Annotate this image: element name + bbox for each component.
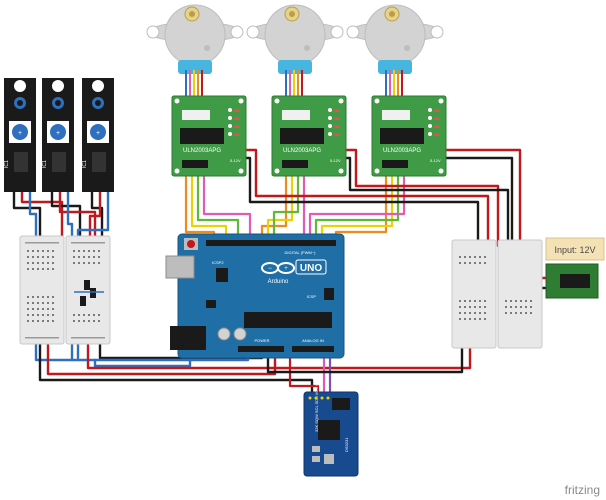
sensor-chip-label: IC1: [4, 160, 10, 168]
wire-orange: [184, 168, 216, 242]
potentiometer-icon: [50, 124, 66, 140]
driver-board-2: ULN2003APG 5-12V: [271, 95, 347, 177]
capacitor-icon: [217, 327, 231, 341]
resistor-array: [74, 280, 104, 306]
ir-sensor-3: + IC1: [82, 78, 114, 192]
power-jack: Input: 12V: [545, 237, 605, 299]
sensor-chip-label: IC1: [42, 160, 48, 168]
rtc-module: 32K SQW SCL SDA VCC GND DS3231: [303, 377, 359, 477]
arduino-word: Arduino: [268, 279, 289, 285]
digital-header-label: DIGITAL (PWM~): [285, 250, 317, 255]
arduino-uno: DIGITAL (PWM~) POWER ANALOG IN − + Ardui…: [165, 233, 345, 359]
wire-green: [272, 168, 300, 242]
wire-red: [46, 338, 277, 376]
wire-black: [442, 156, 514, 272]
driver-chip-label: ULN2003APG: [383, 148, 421, 154]
reset-button-icon: [187, 240, 195, 248]
wire-pink: [308, 168, 406, 242]
right-breadboard-b: [497, 239, 543, 349]
stepper-motor-1: [146, 4, 244, 112]
wire-yellow: [190, 168, 228, 242]
breadboard-holes: [73, 250, 100, 322]
wire-red: [86, 338, 472, 370]
wire-red: [442, 148, 522, 272]
right-breadboard-a: [451, 239, 497, 349]
power-jack-label: Input: 12V: [554, 245, 595, 255]
wire-pink: [202, 168, 252, 242]
potentiometer-icon: [12, 124, 28, 140]
icsp-header: [324, 288, 334, 300]
svg-text:+: +: [18, 130, 22, 137]
driver-chip-label: ULN2003APG: [183, 148, 221, 154]
wire-yellow: [320, 168, 394, 242]
usb-port: [165, 255, 195, 279]
wire-black: [342, 156, 510, 248]
left-breadboard-a: [19, 235, 65, 345]
wire-black: [242, 156, 480, 248]
wire-red: [342, 148, 500, 248]
barrel-socket: [560, 274, 590, 288]
rtc-chip: [318, 420, 340, 440]
wire-black: [12, 190, 42, 248]
driver-voltage-label: 5-12V: [230, 158, 241, 163]
potentiometer-icon: [90, 124, 106, 140]
wire-green: [196, 168, 240, 242]
capacitor-icon: [233, 327, 247, 341]
wire-black: [50, 190, 82, 248]
breadboard-holes: [27, 250, 54, 322]
analog-header: [292, 346, 334, 352]
svg-text:+: +: [56, 130, 60, 137]
wire-yellow: [266, 168, 294, 242]
driver-voltage-label: 5-12V: [330, 158, 341, 163]
left-breadboard-b: [65, 235, 111, 345]
svg-text:+: +: [96, 130, 100, 137]
wire-red: [20, 190, 64, 248]
driver-board-1: ULN2003APG 5-12V: [171, 95, 247, 177]
power-header-label: POWER: [254, 338, 269, 343]
ir-sensor-1: + IC1: [4, 78, 36, 192]
svg-text:+: +: [284, 266, 288, 272]
icsp-label: ICSP: [307, 294, 317, 299]
wire-orange: [334, 168, 388, 242]
svg-text:−: −: [268, 266, 272, 272]
driver-chip-label: ULN2003APG: [283, 148, 321, 154]
driver1-control-wires: [184, 168, 252, 242]
arduino-logo-icon: − +: [261, 262, 295, 274]
dc-jack: [170, 326, 206, 350]
icsp2-label: ICSP2: [212, 260, 224, 265]
wire-red: [242, 148, 490, 248]
rtc-chip-label: DS3231: [344, 437, 349, 452]
sensor-chip-label: IC1: [82, 160, 88, 168]
ir-emitter-icon: [92, 80, 104, 92]
power-header: [238, 346, 284, 352]
digital-header: [206, 240, 336, 246]
wire-black: [266, 338, 464, 374]
ir-emitter-icon: [52, 80, 64, 92]
wire-blue: [28, 190, 192, 368]
driver-voltage-label: 5-12V: [430, 158, 441, 163]
driver2-control-wires: [260, 168, 306, 242]
rtc-pins-label: 32K SQW SCL SDA VCC GND: [314, 377, 319, 432]
wire-black: [90, 190, 104, 248]
ir-sensor-2: + IC1: [42, 78, 74, 192]
mcu-chip: [244, 312, 332, 328]
ir-emitter-icon: [14, 80, 26, 92]
driver-board-3: ULN2003APG 5-12V: [371, 95, 447, 177]
analog-header-label: ANALOG IN: [302, 338, 324, 343]
uno-logo: UNO: [300, 263, 322, 274]
fritzing-watermark: fritzing: [565, 483, 600, 497]
wire-red: [288, 350, 320, 394]
